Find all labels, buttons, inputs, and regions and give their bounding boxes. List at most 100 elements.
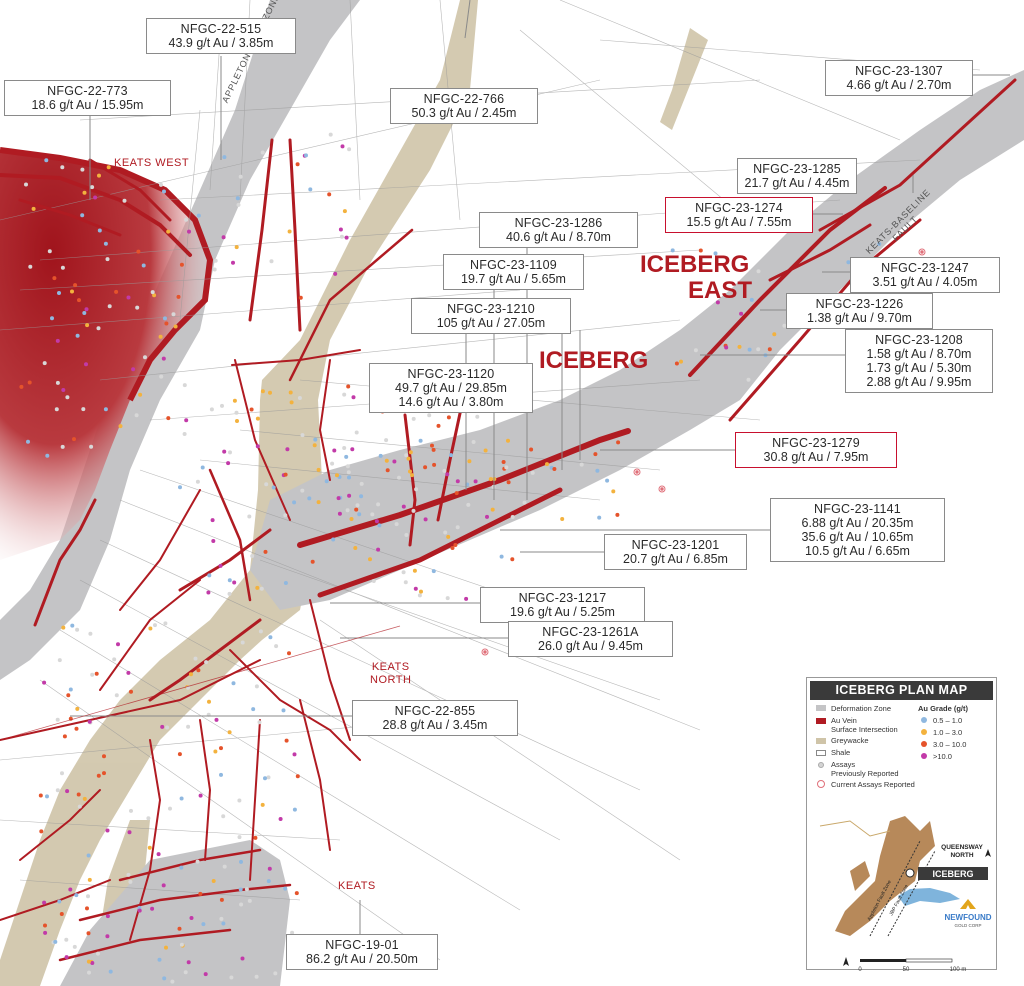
assay-dot [336,496,341,501]
legend-title: ICEBERG PLAN MAP [810,681,993,700]
assay-dot [177,752,182,757]
assay-dot [227,591,232,596]
keats-north-label-line1: KEATS [371,661,410,673]
assay-dot [339,234,344,239]
callout-nfgc-23-1208[interactable]: NFGC-23-1208 1.58 g/t Au / 8.70m 1.73 g/… [845,329,993,393]
hole-id: NFGC-23-1109 [470,258,557,272]
callout-nfgc-23-1279[interactable]: NFGC-23-1279 30.8 g/t Au / 7.95m [735,432,897,468]
assay-dot [177,926,182,931]
callout-nfgc-19-01[interactable]: NFGC-19-01 86.2 g/t Au / 20.50m [286,934,438,970]
grade-legend-title: Au Grade (g/t) [918,704,968,713]
assay-dot [419,589,423,594]
callout-nfgc-23-1109[interactable]: NFGC-23-1109 19.7 g/t Au / 5.65m [443,254,584,290]
greywacke-band-northeast [660,28,708,130]
assay-dot [45,794,49,799]
assay-dot [179,262,184,267]
assay-dot [138,392,143,397]
assay-dot [170,979,175,984]
assay-dot [292,500,297,505]
iceberg-label: ICEBERG [539,347,649,374]
assay-dot [232,580,237,585]
grade-interval: 35.6 g/t Au / 10.65m [801,530,914,544]
assay-dot [108,969,113,974]
grade-interval: 19.6 g/t Au / 5.25m [510,605,615,619]
assay-dot [213,258,218,263]
callout-nfgc-22-773[interactable]: NFGC-22-773 18.6 g/t Au / 15.95m [4,80,171,116]
callout-nfgc-23-1201[interactable]: NFGC-23-1201 20.7 g/t Au / 6.85m [604,534,747,570]
assay-dot [267,866,272,871]
assay-dot [102,771,106,776]
assay-dot [413,586,418,591]
assay-dot [259,586,264,591]
assay-dot [244,887,249,892]
callout-nfgc-23-1217[interactable]: NFGC-23-1217 19.6 g/t Au / 5.25m [480,587,645,623]
assay-dot [417,593,422,598]
callout-nfgc-23-1274[interactable]: NFGC-23-1274 15.5 g/t Au / 7.55m [665,197,813,233]
callout-nfgc-23-1141[interactable]: NFGC-23-1141 6.88 g/t Au / 20.35m 35.6 g… [770,498,945,562]
assay-dot [552,467,557,471]
assay-dot [615,512,620,517]
assay-dot [347,147,352,152]
assay-dot [184,217,189,222]
inset-iceberg-text: ICEBERG [932,869,973,879]
assay-dot [350,447,355,452]
callout-leaders [70,0,1010,935]
grade-dot-0 [921,717,927,723]
assay-dot [251,707,256,712]
assay-dot [269,259,274,264]
assay-dot [38,793,43,798]
hole-id: NFGC-23-1261A [542,625,639,639]
assay-dot [44,158,49,163]
callout-nfgc-23-1285[interactable]: NFGC-23-1285 21.7 g/t Au / 4.45m [737,158,857,194]
callout-nfgc-23-1307[interactable]: NFGC-23-1307 4.66 g/t Au / 2.70m [825,60,973,96]
assay-dot [213,749,218,754]
assay-dot [335,473,339,478]
hole-id: NFGC-23-1274 [695,201,783,215]
callout-nfgc-22-515[interactable]: NFGC-22-515 43.9 g/t Au / 3.85m [146,18,296,54]
assay-dot [116,642,120,647]
grade-interval: 1.38 g/t Au / 9.70m [807,311,912,325]
assay-dot [431,447,436,452]
assay-dot [96,951,100,956]
assay-dot [126,670,131,675]
hole-id: NFGC-22-855 [394,704,476,718]
assay-dot [385,468,390,473]
grade-label-2: 3.0 – 10.0 [933,740,967,749]
callout-nfgc-23-1120[interactable]: NFGC-23-1120 49.7 g/t Au / 29.85m 14.6 g… [369,363,533,413]
assay-dot [266,879,271,884]
assay-dot [510,515,515,519]
callout-nfgc-23-1247[interactable]: NFGC-23-1247 3.51 g/t Au / 4.05m [850,257,1000,293]
assay-dot [77,804,82,809]
assay-dot [249,407,254,412]
assay-dot [431,569,436,574]
hole-id: NFGC-23-1141 [814,502,901,516]
assay-dot [75,333,80,338]
assay-dot [328,132,333,137]
assay-dot [304,153,308,158]
assay-dot [254,974,259,979]
au-vein-swatch [816,718,826,724]
callout-nfgc-22-766[interactable]: NFGC-22-766 50.3 g/t Au / 2.45m [390,88,538,124]
company-name-2: GOLD CORP [954,923,981,928]
assay-dot [412,568,417,573]
callout-nfgc-23-1210[interactable]: NFGC-23-1210 105 g/t Au / 27.05m [411,298,571,334]
assay-dot [173,324,178,329]
assay-dot [724,345,729,350]
hole-id: NFGC-23-1210 [447,302,535,316]
assay-dot [105,934,110,939]
assay-dot [97,173,101,178]
assay-dot [285,447,290,452]
callout-nfgc-23-1261a[interactable]: NFGC-23-1261A 26.0 g/t Au / 9.45m [508,621,673,657]
assay-dot [240,956,245,961]
callout-nfgc-22-855[interactable]: NFGC-22-855 28.8 g/t Au / 3.45m [352,700,518,736]
legend-greywacke: Greywacke [831,736,869,745]
grade-interval: 30.8 g/t Au / 7.95m [763,450,869,464]
inset-north-arrow-icon [985,849,991,857]
assay-dot [772,332,777,337]
greywacke-band-south [100,820,150,930]
legend-au-vein-line2: Surface Intersection [831,725,898,734]
assay-dot [595,468,600,473]
callout-nfgc-23-1286[interactable]: NFGC-23-1286 40.6 g/t Au / 8.70m [479,212,638,248]
callout-nfgc-23-1226[interactable]: NFGC-23-1226 1.38 g/t Au / 9.70m [786,293,933,329]
